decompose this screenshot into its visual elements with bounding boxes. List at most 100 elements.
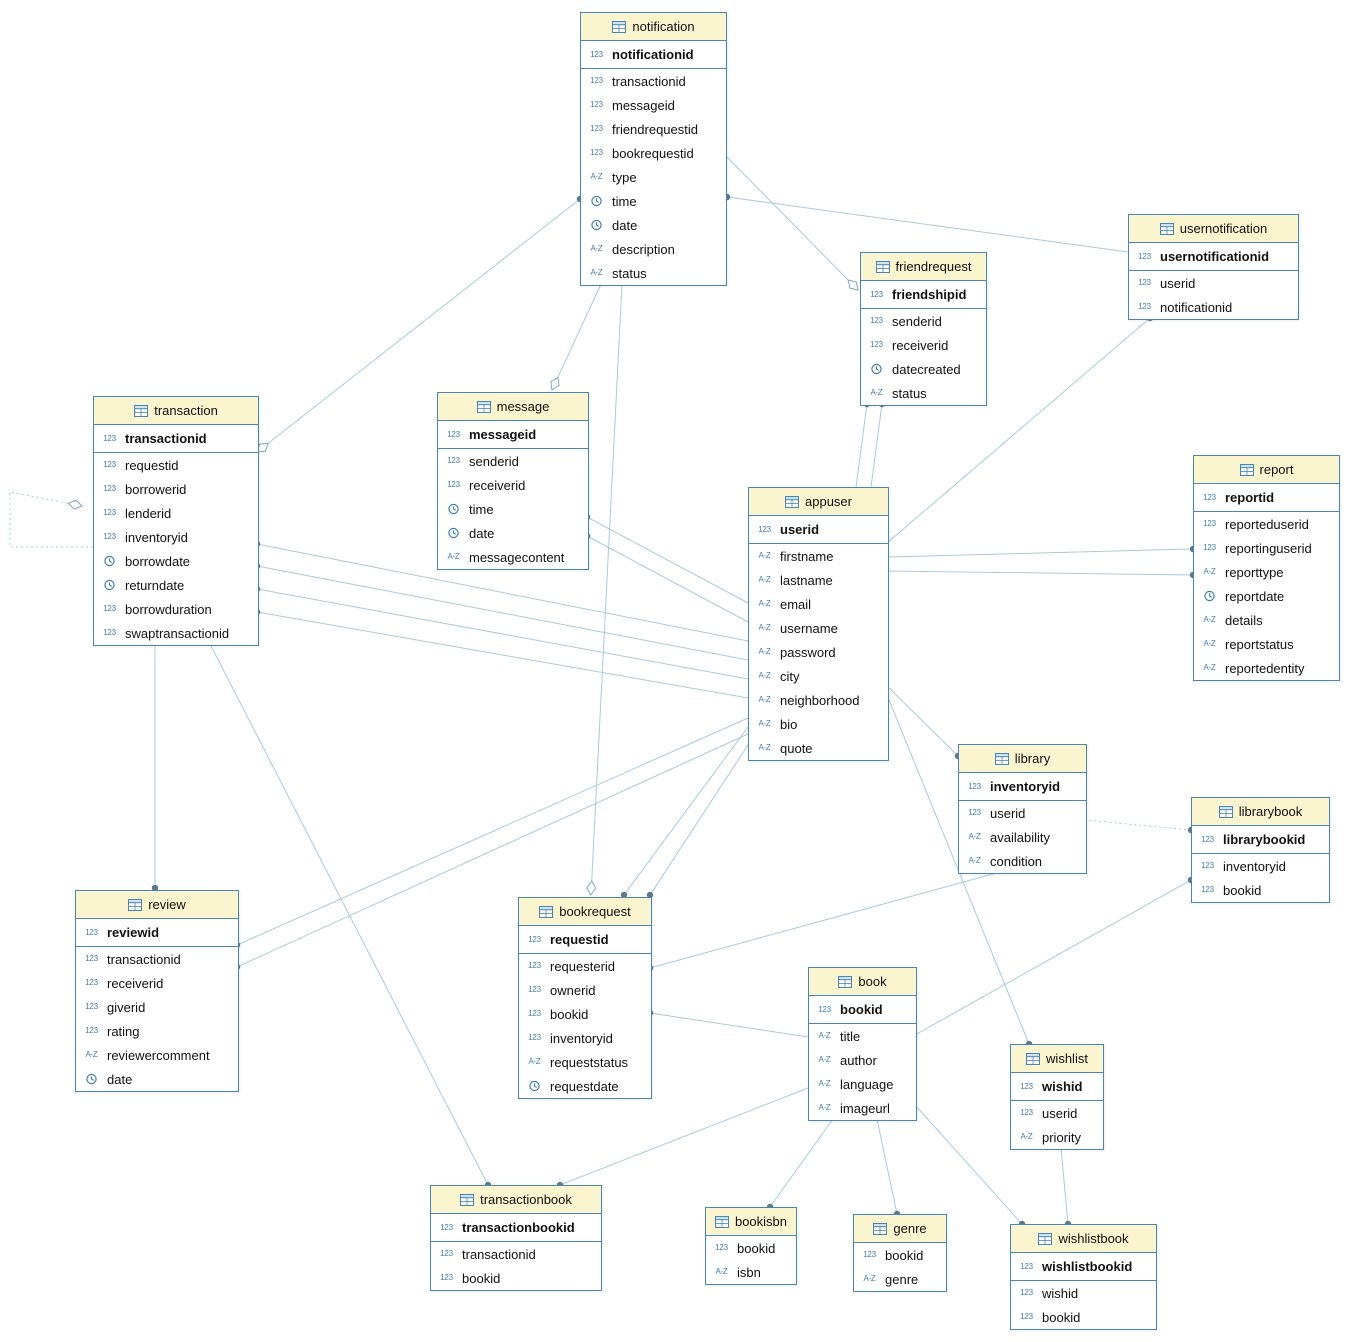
relationship-notification-friendrequest[interactable] bbox=[724, 154, 859, 291]
relationship-review-appuser[interactable] bbox=[233, 733, 749, 971]
table-header[interactable]: review bbox=[76, 891, 238, 919]
relationship-transaction-appuser[interactable] bbox=[253, 585, 749, 680]
relationship-usernotification-notification[interactable] bbox=[723, 193, 1129, 253]
table-header[interactable]: transaction bbox=[94, 397, 258, 425]
table-header[interactable]: library bbox=[959, 745, 1086, 773]
table-header[interactable]: appuser bbox=[749, 488, 888, 516]
relationship-notification-bookrequest[interactable] bbox=[586, 283, 623, 896]
table-header[interactable]: bookrequest bbox=[519, 898, 651, 926]
relationship-bookisbn-book[interactable] bbox=[766, 1118, 834, 1211]
relationship-review-transaction[interactable] bbox=[151, 644, 159, 892]
relationship-transaction-appuser[interactable] bbox=[253, 562, 749, 661]
column-date[interactable]: date bbox=[76, 1067, 238, 1091]
column-requestdate[interactable]: requestdate bbox=[519, 1074, 651, 1098]
relationship-transactionbook-book[interactable] bbox=[556, 1087, 809, 1189]
column-reportdate[interactable]: reportdate bbox=[1194, 584, 1339, 608]
table-header[interactable]: report bbox=[1194, 456, 1339, 484]
column-date[interactable]: date bbox=[438, 521, 588, 545]
relationship-notification-message[interactable] bbox=[550, 283, 602, 391]
table-header[interactable]: usernotification bbox=[1129, 215, 1298, 243]
relationship-bookrequest-appuser[interactable] bbox=[646, 744, 749, 899]
relationship-bookrequest-appuser[interactable] bbox=[620, 726, 749, 899]
table-header[interactable]: librarybook bbox=[1192, 798, 1329, 826]
table-header[interactable]: wishlistbook bbox=[1011, 1225, 1156, 1253]
relationship-bookrequest-library[interactable] bbox=[646, 871, 1001, 972]
relationship-transaction-appuser[interactable] bbox=[253, 608, 749, 699]
relationship-friendrequest-appuser[interactable] bbox=[870, 400, 886, 488]
relationship-report-appuser[interactable] bbox=[886, 570, 1197, 579]
relationship-genre-book[interactable] bbox=[876, 1118, 901, 1218]
column-date[interactable]: date bbox=[581, 213, 726, 237]
relationship-transactionbook-transaction[interactable] bbox=[209, 643, 492, 1189]
